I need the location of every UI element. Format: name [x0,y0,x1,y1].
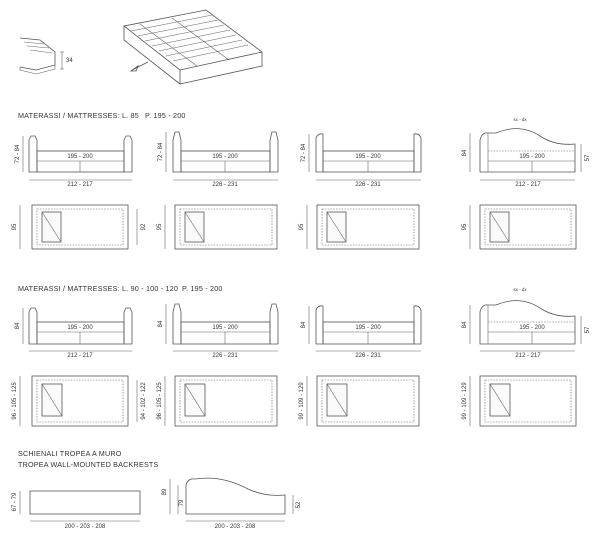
row1-width-label-4: 212 - 217 [515,182,541,188]
row2-height-label-3: 84 [301,321,307,328]
row2-elevation-3: 195 - 200 84 226 - 231 [301,305,422,359]
row1-width-label-2: 226 - 231 [212,182,238,188]
row1-elevation-4-chaise: sx - dx 195 - 200 84 57 212 - 217 [462,117,591,188]
row1-chaise-mattress-label: 195 - 200 [519,154,545,160]
backrest-right-height-inner: 79 [179,499,185,506]
backrest-right-height-outer: 89 [162,488,168,495]
row2-width-label-1: 212 - 217 [67,353,93,359]
row2-elevation-4-chaise: sx - dx 195 - 200 84 57 212 - 217 [462,287,591,359]
row1-chaise-height: 84 [462,149,468,156]
backrest-curved: 89 79 52 200 - 203 - 208 [162,477,302,530]
row1-plan2-depth: 95 [157,223,163,230]
row1-plan-2: 95 [157,204,278,250]
detail-height-label: 34 [66,58,73,64]
row1-width-label-3: 226 - 231 [355,182,381,188]
backrest-right-width: 200 - 203 - 208 [215,524,256,530]
row2-plan-2: 96 - 105 - 125 [157,375,278,427]
row2-plan-depth-b: 94 - 102 - 122 [141,382,147,420]
row1-chaise-note: sx - dx [513,117,527,122]
backrest-straight: 67 - 79 200 - 203 - 208 [12,490,141,530]
row1-height-label-3: 72 - 84 [301,143,307,162]
row1-elevation-2: 195 - 200 72 - 84 226 - 231 [158,131,279,188]
bed-frame-detail: 34 [19,37,73,75]
row1-plan-depth-right: 92 [141,223,147,230]
backrest-left-height: 67 - 79 [12,492,18,511]
section-2-title: MATERASSI / MATTRESSES: L. 90 - 100 - 12… [18,284,178,293]
row1-width-label-1: 212 - 217 [67,182,93,188]
row2-chaise-height: 84 [462,321,468,328]
row2-plan3-depth: 99 - 109 - 129 [299,382,305,420]
backrest-right-side: 52 [296,501,302,508]
row1-plan-3: 95 [299,204,420,250]
bed-slat-isometric [123,9,263,85]
row2-mattress-label-1: 195 - 200 [67,325,93,331]
row2-elevation-2: 195 - 200 84 226 - 231 [158,303,279,359]
row2-mattress-label-3: 195 - 200 [355,325,381,331]
row2-chaise-mattress-label: 195 - 200 [519,325,545,331]
row2-chaise-side: 57 [585,326,591,333]
row1-mattress-label-3: 195 - 200 [355,154,381,160]
row2-height-label-2: 84 [158,320,164,327]
row1-height-label-1: 72 - 84 [15,144,21,163]
section-1-title: MATERASSI / MATTRESSES: L. 85 [18,111,139,120]
row2-height-label-1: 84 [15,322,21,329]
row1-elevation-1: 195 - 200 72 - 84 212 - 217 [15,135,133,188]
row2-plan-1: 96 - 105 - 125 94 - 102 - 122 [12,375,147,427]
row2-elevation-1: 195 - 200 84 212 - 217 [15,307,133,359]
section-2-length: P. 195 - 200 [182,284,223,293]
row2-chaise-note: sx - dx [513,287,527,292]
row1-plan-1: 95 92 [12,204,147,250]
row1-chaise-side: 57 [585,154,591,161]
row1-plan-depth-left: 95 [12,223,18,230]
row1-elevation-3: 195 - 200 72 - 84 226 - 231 [301,133,422,188]
row1-height-label-2: 72 - 84 [158,142,164,161]
row2-width-label-4: 212 - 217 [515,353,541,359]
row2-mattress-label-2: 195 - 200 [212,325,238,331]
row1-mattress-label-2: 195 - 200 [212,154,238,160]
section-1-length: P. 195 - 200 [145,111,186,120]
row2-plan-4: 99 - 109 - 129 [462,375,577,427]
section-3-title-it: SCHIENALI TROPEA A MURO [18,449,122,458]
row2-width-label-2: 226 - 231 [212,353,238,359]
row2-plan-3: 99 - 109 - 129 [299,375,420,427]
row1-plan3-depth: 95 [299,223,305,230]
row2-plan-depth-a: 96 - 105 - 125 [12,382,18,420]
row1-plan4-depth: 95 [462,223,468,230]
row2-plan2-depth: 96 - 105 - 125 [157,382,163,420]
section-3-title-en: TROPEA WALL-MOUNTED BACKRESTS [18,460,159,469]
row2-width-label-3: 226 - 231 [355,353,381,359]
row1-plan-4: 95 [462,204,577,250]
row2-plan4-depth: 99 - 109 - 129 [462,382,468,420]
row1-mattress-label-1: 195 - 200 [67,154,93,160]
backrest-left-width: 200 - 203 - 208 [65,524,106,530]
